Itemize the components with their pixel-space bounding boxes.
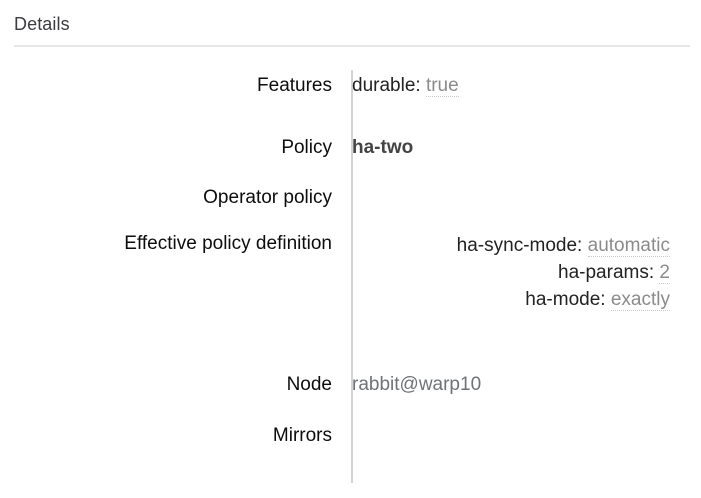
effective-value-ha-mode: exactly: [610, 289, 670, 311]
detail-value-node: rabbit@warp10: [332, 373, 701, 397]
details-definition-list: Features durable: true Policy ha-two Ope…: [0, 62, 701, 448]
detail-row-operator-policy: Operator policy: [0, 186, 701, 210]
effective-value-ha-sync-mode: automatic: [587, 235, 670, 257]
page-title: Details: [14, 14, 70, 34]
effective-pair-ha-mode: ha-mode: exactly: [457, 286, 670, 313]
detail-value-operator-policy: [332, 186, 701, 210]
effective-policy-block: ha-sync-mode: automatic ha-params: 2 ha-…: [352, 232, 670, 313]
effective-pair-ha-sync-mode: ha-sync-mode: automatic: [457, 232, 670, 259]
detail-label-mirrors: Mirrors: [272, 425, 332, 446]
detail-row-policy: Policy ha-two: [0, 136, 701, 160]
node-name-value: rabbit@warp10: [352, 374, 482, 395]
column-divider: [351, 70, 353, 483]
effective-key-ha-mode: ha-mode:: [525, 289, 606, 310]
effective-key-ha-params: ha-params:: [558, 262, 655, 283]
detail-label-effective-policy-definition: Effective policy definition: [124, 233, 332, 254]
detail-value-mirrors: [332, 424, 701, 448]
effective-value-ha-params: 2: [659, 262, 670, 284]
detail-row-mirrors: Mirrors: [0, 424, 701, 448]
detail-label-policy: Policy: [281, 137, 332, 158]
detail-value-effective-policy-definition: ha-sync-mode: automatic ha-params: 2 ha-…: [332, 232, 701, 313]
feature-pair-durable: durable: true: [352, 75, 459, 97]
effective-pair-ha-params: ha-params: 2: [457, 259, 670, 286]
detail-label-operator-policy: Operator policy: [203, 187, 332, 208]
operator-policy-empty-value: [352, 186, 701, 210]
effective-key-ha-sync-mode: ha-sync-mode:: [456, 235, 583, 256]
mirrors-empty-value: [352, 424, 701, 448]
detail-label-features: Features: [257, 75, 332, 96]
title-divider: [14, 45, 690, 47]
feature-value-durable: true: [425, 75, 459, 97]
policy-name-link[interactable]: ha-two: [352, 137, 414, 158]
detail-value-features: durable: true: [332, 74, 701, 98]
feature-key-durable: durable:: [352, 75, 421, 96]
detail-row-features: Features durable: true: [0, 74, 701, 98]
detail-label-node: Node: [286, 374, 332, 395]
detail-row-node: Node rabbit@warp10: [0, 373, 701, 397]
detail-row-effective-policy-definition: Effective policy definition ha-sync-mode…: [0, 232, 701, 313]
detail-value-policy: ha-two: [332, 136, 701, 160]
